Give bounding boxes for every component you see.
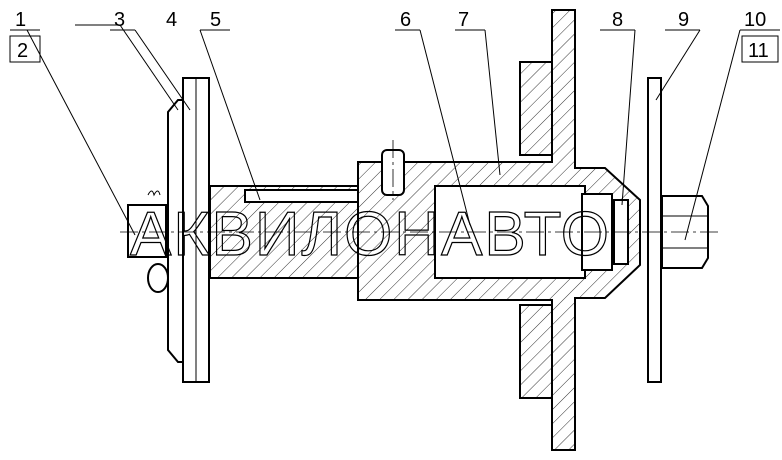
label-6: 6 xyxy=(400,9,411,31)
leader-lines xyxy=(10,24,780,241)
label-5: 5 xyxy=(210,9,221,31)
label-4: 4 xyxy=(166,9,177,31)
part-9-plate xyxy=(647,77,662,383)
label-1: 1 xyxy=(15,9,26,31)
part-1-bolt-head xyxy=(127,204,167,258)
watermark: АКВИЛОНАВТО xyxy=(130,200,611,269)
label-7: 7 xyxy=(458,9,469,31)
label-3: 3 xyxy=(114,9,125,31)
label-11: 11 xyxy=(748,40,769,62)
label-9: 9 xyxy=(678,9,689,31)
label-10: 10 xyxy=(744,9,766,31)
label-2: 2 xyxy=(17,40,28,62)
label-8: 8 xyxy=(612,9,623,31)
